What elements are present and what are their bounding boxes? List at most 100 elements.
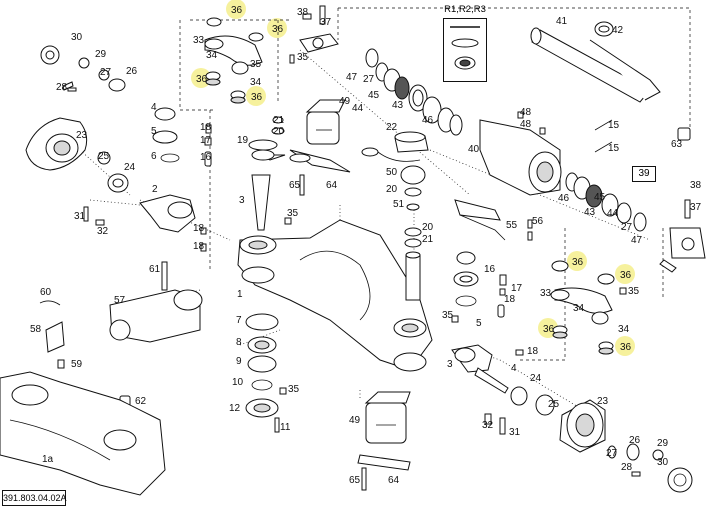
- part-number-label: 21: [273, 115, 285, 126]
- part-number-label: 56: [532, 216, 544, 227]
- part-number-label: 45: [368, 90, 380, 101]
- part-number-label: 6: [151, 151, 157, 162]
- part-number-label: 1: [237, 289, 243, 300]
- part-number-label: 46: [422, 115, 434, 126]
- front-axle-frame: [0, 371, 166, 496]
- part-number-label: 3: [447, 359, 453, 370]
- part-number-label: 29: [657, 438, 669, 449]
- part-number-label: 58: [30, 324, 42, 335]
- part-number-label: 23: [597, 396, 609, 407]
- part-number-label: 16: [200, 152, 212, 163]
- part-number-label: 40: [468, 144, 480, 155]
- axle-housing: [237, 99, 433, 372]
- part-number-label: 33: [540, 288, 552, 299]
- part-number-label: 29: [95, 49, 107, 60]
- highlight-markers: [191, 0, 635, 356]
- part-number-label: 5: [476, 318, 482, 329]
- part-number-label: 27: [606, 448, 618, 459]
- part-number-label: 48: [520, 107, 532, 118]
- repair-kit-callout: R1,R2,R3: [439, 4, 491, 88]
- part-number-label: 31: [509, 427, 521, 438]
- highlight-marker: [538, 318, 558, 338]
- part-number-label: 35: [442, 310, 454, 321]
- part-number-label: 24: [530, 373, 542, 384]
- part-number-label: 59: [71, 359, 83, 370]
- part-number-label: 20: [273, 126, 285, 137]
- part-number-label: 36: [272, 24, 284, 35]
- repair-kit-label: R1,R2,R3: [444, 4, 486, 15]
- pivot-bracket: [39, 261, 203, 411]
- part-number-label: 5: [151, 126, 157, 137]
- part-number-label: 35: [628, 286, 640, 297]
- part-number-label: 41: [556, 16, 568, 27]
- part-number-label: 22: [386, 122, 398, 133]
- part-number-label: 44: [352, 103, 364, 114]
- bottom-bracket-parts: [357, 391, 411, 491]
- group-reference-box: 39: [632, 166, 656, 182]
- part-number-label: 17: [200, 135, 212, 146]
- part-number-label: 16: [484, 264, 496, 275]
- axle-shaft: [530, 21, 691, 141]
- part-number-label: 32: [97, 226, 109, 237]
- part-number-label: 33: [193, 35, 205, 46]
- part-number-label: 31: [74, 211, 86, 222]
- part-number-label: 18: [193, 223, 205, 234]
- part-number-label: 8: [236, 337, 242, 348]
- part-number-label: 28: [621, 462, 633, 473]
- center-pin-parts: [361, 131, 533, 301]
- part-number-label: 4: [511, 363, 517, 374]
- part-number-label: 9: [236, 356, 242, 367]
- part-number-label: 43: [392, 100, 404, 111]
- part-number-label: 49: [349, 415, 361, 426]
- part-number-label: 35: [287, 208, 299, 219]
- part-number-label: 15: [608, 143, 620, 154]
- part-number-label: 4: [151, 102, 157, 113]
- part-number-label: 64: [326, 180, 338, 191]
- part-number-label: 60: [40, 287, 52, 298]
- part-number-label: 61: [149, 264, 161, 275]
- part-number-label: 65: [349, 475, 361, 486]
- part-number-label: 1a: [42, 454, 54, 465]
- part-number-label: 34: [618, 324, 630, 335]
- bearing-stack-lower: [245, 313, 287, 433]
- part-number-label: 12: [229, 403, 241, 414]
- part-number-label: 35: [288, 384, 300, 395]
- part-number-label: 27: [100, 67, 112, 78]
- part-number-label: 11: [280, 422, 291, 433]
- part-number-label: 27: [621, 222, 633, 233]
- part-number-label: 51: [393, 199, 405, 210]
- part-number-label: 18: [200, 122, 212, 133]
- highlight-marker: [615, 264, 635, 284]
- part-number-label: 24: [124, 162, 136, 173]
- part-number-label: 36: [251, 92, 263, 103]
- part-number-label: 37: [320, 17, 332, 28]
- part-number-label: 28: [56, 82, 68, 93]
- part-number-label: 26: [629, 435, 641, 446]
- part-number-label: 21: [422, 234, 434, 245]
- document-id: 391.803.04.02A: [2, 490, 67, 506]
- part-number-label: 17: [511, 283, 523, 294]
- part-number-label: 55: [506, 220, 518, 231]
- part-number-label: 48: [520, 119, 532, 130]
- part-number-label: 45: [594, 192, 606, 203]
- part-number-label: 20: [386, 184, 398, 195]
- part-number-label: 62: [135, 396, 147, 407]
- part-number-label: 64: [388, 475, 400, 486]
- part-number-label: 43: [584, 207, 596, 218]
- part-number-label: 2: [152, 184, 158, 195]
- part-number-label: 36: [196, 74, 208, 85]
- part-number-label: 18: [193, 241, 205, 252]
- repair-kit-box: [443, 18, 487, 82]
- part-number-label: 18: [527, 346, 539, 357]
- part-number-label: 18: [504, 294, 516, 305]
- part-number-label: 36: [572, 257, 584, 268]
- part-number-label: 36: [620, 270, 632, 281]
- part-number-label: 38: [690, 180, 702, 191]
- part-number-label: 38: [297, 7, 309, 18]
- part-number-label: 30: [657, 457, 669, 468]
- part-number-label: 34: [573, 303, 585, 314]
- part-number-label: 23: [76, 130, 88, 141]
- part-number-label: 63: [671, 139, 683, 150]
